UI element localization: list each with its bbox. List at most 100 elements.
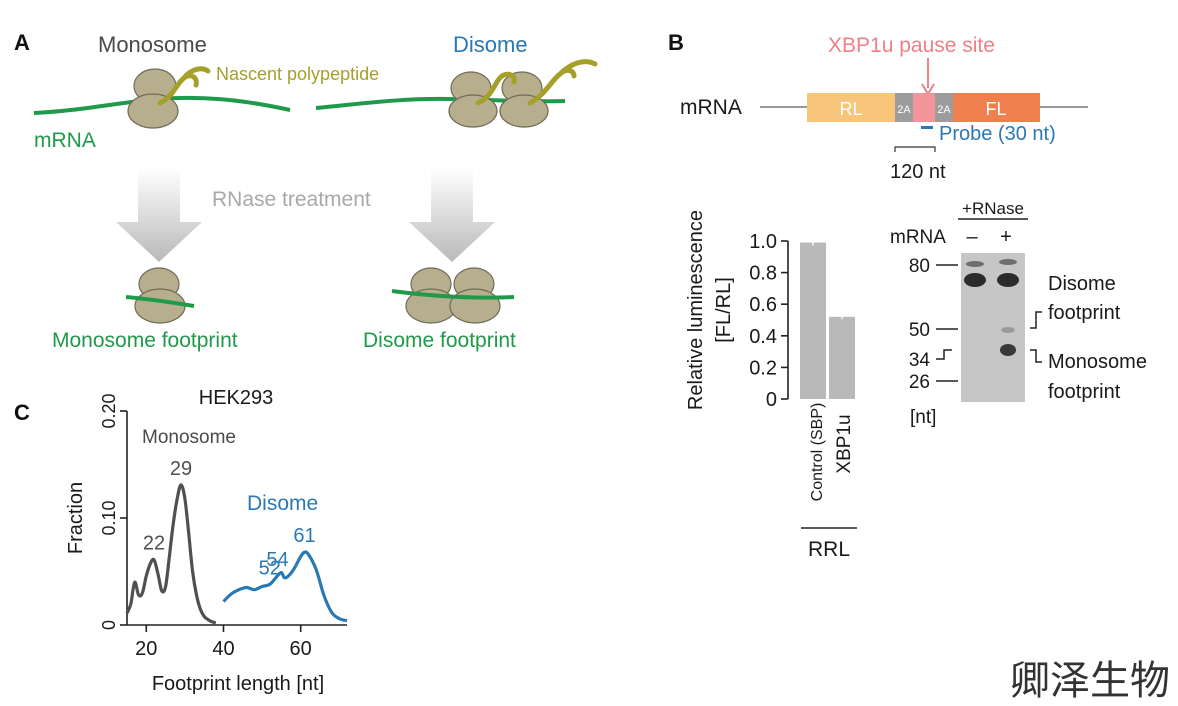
pause-segment: [913, 93, 935, 122]
series-name-disome: Disome: [247, 492, 318, 515]
gel-band-plus-disome: [997, 273, 1019, 287]
monosome-nascent-peptide: [157, 66, 211, 106]
gel-monosome-label-line2: footprint: [1048, 381, 1121, 403]
gel-marker-ladder: 80 50 34 26: [909, 256, 958, 393]
gel-disome-label-line2: footprint: [1048, 302, 1121, 324]
gel-marker-80: 80: [909, 256, 930, 277]
gel-band-plus-smear: [1001, 327, 1015, 333]
disome-peak-label-1: 54: [266, 549, 288, 571]
bar-category-xbp1u: XBP1u: [834, 414, 855, 473]
probe-label: Probe (30 nt): [939, 123, 1056, 145]
construct-mrna-label: mRNA: [680, 96, 742, 119]
twoa-right-segment: [935, 93, 953, 122]
mrna-label: mRNA: [34, 129, 96, 152]
twoa-left-label: 2A: [897, 104, 911, 116]
rnase-gel: +RNase mRNA – + 80 50 34 26 [nt]: [890, 199, 1147, 428]
gel-marker-26: 26: [909, 372, 930, 393]
disome-nascent-peptide-1: [475, 71, 517, 106]
bar-0: [800, 242, 826, 399]
gel-row-label: mRNA: [890, 227, 946, 248]
gel-marker-34: 34: [909, 350, 931, 371]
gel-monosome-bracket: [1030, 349, 1042, 363]
bar-ytick-label-1: 0.2: [749, 357, 777, 379]
monosome-peak-label-1: 29: [170, 458, 192, 480]
monosome-footprint-label: Monosome footprint: [52, 329, 238, 352]
gel-disome-label-line1: Disome: [1048, 273, 1116, 295]
scale-label: 120 nt: [890, 161, 946, 183]
line-ytick-label-2: 0.20: [99, 393, 119, 428]
line-xtick-label-0: 20: [135, 638, 157, 660]
line-ytick-label-1: 0.10: [99, 500, 119, 535]
bar-ylabel-line1: Relative luminescence: [685, 210, 707, 410]
bar-ytick-label-5: 1.0: [749, 231, 777, 253]
bar-ylabel-line2: [FL/RL]: [713, 277, 735, 343]
disome-footprint-large-subunit-2: [449, 288, 501, 324]
monosome-series-line: [125, 483, 217, 625]
rnase-treatment-label: RNase treatment: [212, 188, 371, 211]
disome-peak-label-2: 61: [293, 525, 315, 547]
panel-c: C HEK293 Fraction Footprint length [nt] …: [14, 387, 348, 695]
gel-lane-plus: +: [1000, 226, 1012, 248]
panel-b: B XBP1u pause site mRNA RL 2A 2A FL Prob…: [668, 30, 1147, 561]
bar-1: [829, 316, 855, 399]
bar-y-axis: 0 0.2 0.4 0.6 0.8 1.0: [749, 231, 789, 411]
twoa-left-segment: [895, 93, 913, 122]
fl-segment: [953, 93, 1040, 122]
gel-header: +RNase: [962, 199, 1024, 218]
gel-monosome-label-line1: Monosome: [1048, 351, 1147, 373]
scale-bracket: [894, 146, 936, 152]
rl-segment: [807, 93, 895, 122]
gel-band-plus-top: [999, 259, 1017, 265]
probe-mark: [921, 126, 933, 129]
bar-ytick-label-4: 0.8: [749, 263, 777, 285]
luminescence-bar-chart: Relative luminescence [FL/RL] 0 0.2 0.4 0.6…: [685, 210, 857, 561]
bar-category-control: Control (SBP): [809, 403, 826, 502]
line-ytick-label-0: 0: [99, 620, 119, 630]
disome-large-subunit-2: [499, 94, 549, 128]
gel-band-minus-disome: [964, 273, 986, 287]
disome-nascent-peptide-2: [527, 59, 598, 106]
line-xtick-label-1: 40: [212, 638, 234, 660]
disome-footprint-label: Disome footprint: [363, 329, 516, 352]
bar-ytick-label-2: 0.4: [749, 326, 777, 348]
monosome-title: Monosome: [98, 32, 207, 57]
disome-peak-label-0: 52: [259, 557, 281, 579]
rl-label: RL: [839, 99, 862, 119]
gel-marker-50: 50: [909, 320, 930, 341]
disome-footprint-rna: [391, 289, 515, 300]
bar-ytick-label-3: 0.6: [749, 294, 777, 316]
series-name-monosome: Monosome: [142, 427, 236, 448]
monosome-peak-label-0: 22: [143, 533, 165, 555]
rnase-arrow-disome: [409, 168, 495, 262]
nascent-polypeptide-label: Nascent polypeptide: [216, 64, 379, 84]
panel-a-label: A: [14, 30, 30, 55]
rnase-arrow-monosome: [116, 168, 202, 262]
gel-band-plus-monosome: [1000, 344, 1016, 356]
panel-c-label: C: [14, 400, 30, 425]
disome-large-subunit-1: [448, 94, 498, 128]
bar-marks: [800, 238, 855, 399]
panel-a: A Monosome Disome Nascent polypeptide mR…: [14, 30, 598, 352]
watermark: 卿泽生物: [1010, 659, 1170, 703]
disome-series-line: [222, 550, 348, 623]
gel-unit: [nt]: [910, 407, 936, 428]
monosome-footprint-rna: [125, 295, 195, 308]
pause-site-label: XBP1u pause site: [828, 34, 995, 57]
line-chart-title: HEK293: [199, 387, 274, 409]
rrl-group-label: RRL: [808, 538, 850, 561]
line-chart-xlabel: Footprint length [nt]: [152, 673, 324, 695]
disome-title: Disome: [453, 32, 528, 57]
panel-b-label: B: [668, 30, 684, 55]
gel-marker-tick-34: [936, 349, 952, 360]
bar-ytick-label-0: 0: [766, 389, 777, 411]
gel-disome-bracket: [1030, 311, 1042, 329]
gel-band-minus-top: [966, 261, 984, 267]
monosome-large-subunit: [127, 93, 179, 129]
line-chart-ylabel: Fraction: [65, 482, 87, 554]
fl-label: FL: [985, 99, 1006, 119]
twoa-right-label: 2A: [937, 104, 951, 116]
gel-lane-minus: –: [966, 226, 978, 248]
